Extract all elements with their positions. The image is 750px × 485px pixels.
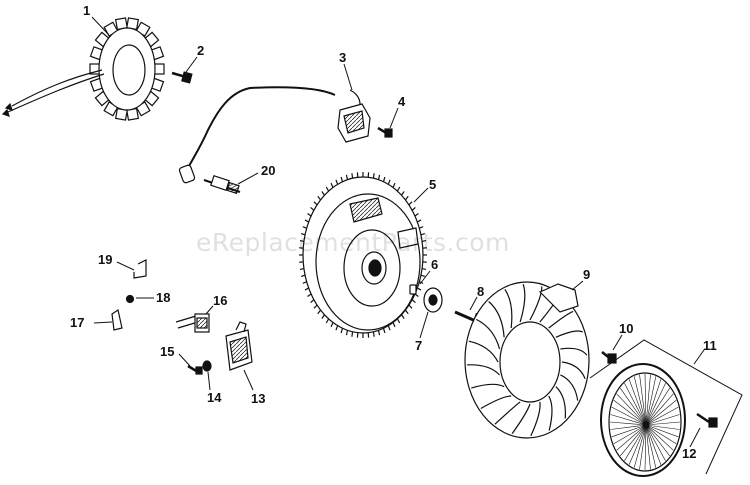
cooling-fan <box>464 281 590 439</box>
callout-7: 7 <box>415 338 423 353</box>
callout-15: 15 <box>160 344 175 359</box>
grass-screen <box>589 339 743 477</box>
callout-12: 12 <box>682 446 697 461</box>
callout-1: 1 <box>83 3 91 18</box>
rectifier-regulator <box>225 321 253 371</box>
callout-19: 19 <box>98 252 113 267</box>
nut-14 <box>202 360 212 372</box>
callout-18: 18 <box>156 290 171 305</box>
key-6 <box>409 284 417 295</box>
screw-4 <box>377 126 393 138</box>
spark-plug <box>203 175 241 195</box>
flywheel <box>299 172 427 338</box>
screw-2 <box>171 71 193 84</box>
callout-14: 14 <box>207 390 222 405</box>
callout-17: 17 <box>70 315 85 330</box>
leader-lines <box>91 16 705 448</box>
callout-11: 11 <box>703 338 717 353</box>
nut-18 <box>125 294 135 304</box>
clip-19 <box>133 259 147 279</box>
callout-20: 20 <box>261 163 276 178</box>
callout-5: 5 <box>429 177 437 192</box>
washer-7 <box>423 287 443 313</box>
callout-3: 3 <box>339 50 347 65</box>
callout-10: 10 <box>619 321 634 336</box>
callout-16: 16 <box>213 293 228 308</box>
bracket-17 <box>111 309 123 331</box>
callout-6: 6 <box>431 257 439 272</box>
callout-9: 9 <box>583 267 591 282</box>
callout-13: 13 <box>251 391 266 406</box>
screw-12 <box>696 412 718 428</box>
callout-8: 8 <box>477 284 485 299</box>
ignition-module <box>178 86 371 184</box>
connector <box>175 313 210 333</box>
stator <box>1 17 165 121</box>
callout-2: 2 <box>197 43 205 58</box>
screw-15 <box>187 364 203 375</box>
watermark: eReplacementParts.com <box>196 228 510 257</box>
callout-4: 4 <box>398 94 406 109</box>
